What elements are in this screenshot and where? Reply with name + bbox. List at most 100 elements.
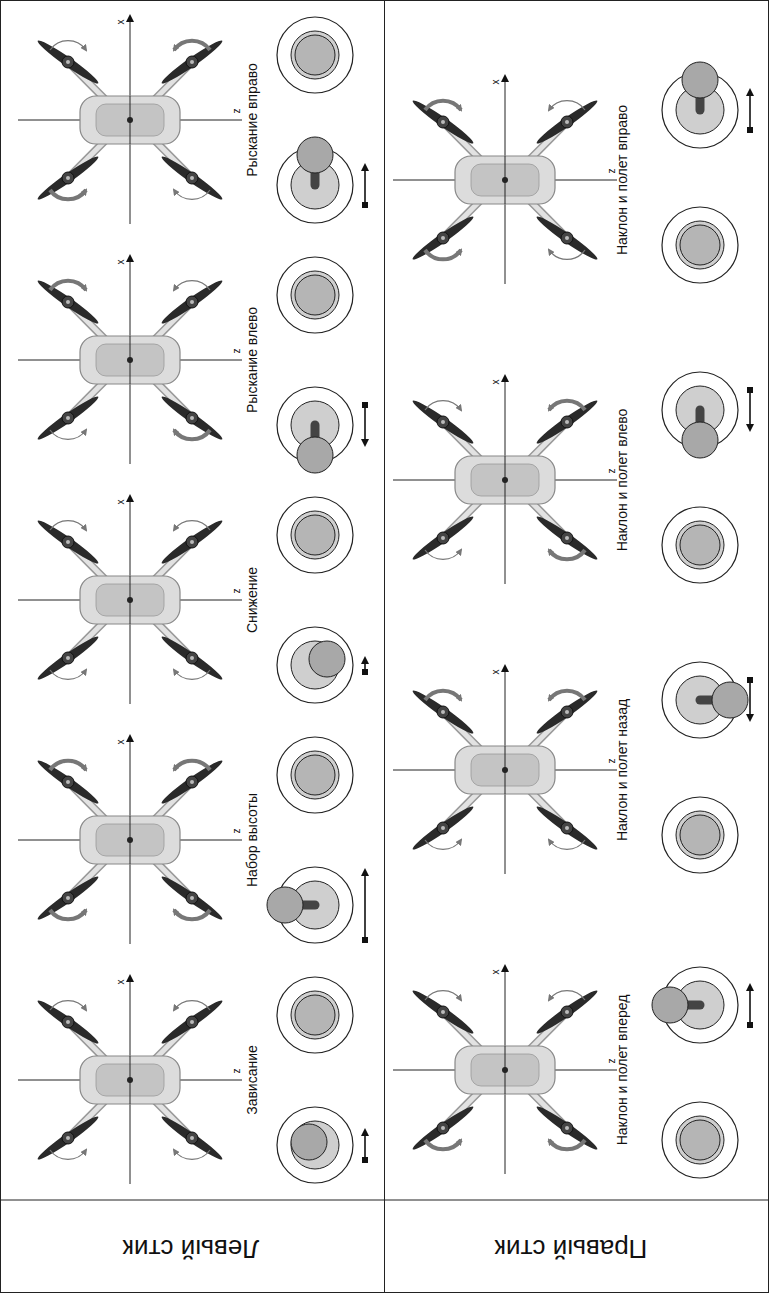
axis-label: x xyxy=(115,260,126,265)
motor-cap xyxy=(190,780,194,784)
propeller xyxy=(159,997,225,1047)
motor-cap xyxy=(441,710,445,714)
drone xyxy=(18,496,242,704)
motor xyxy=(62,1016,74,1028)
stick-knob xyxy=(291,1124,327,1160)
propeller-blade xyxy=(35,393,101,443)
stick-knob xyxy=(652,987,688,1023)
axis-label: z xyxy=(606,759,617,764)
rotation-arrow xyxy=(425,250,461,259)
drone xyxy=(393,76,617,284)
propeller-blade xyxy=(159,633,225,683)
motor xyxy=(62,296,74,308)
propeller xyxy=(534,1103,600,1153)
motor xyxy=(437,232,449,244)
motor-cap xyxy=(565,1010,569,1014)
propeller-blade xyxy=(35,277,101,327)
propeller xyxy=(35,153,101,203)
propeller-blade xyxy=(534,803,600,853)
rotation-arrow xyxy=(50,761,86,770)
stick-band: Правый стик xyxy=(384,0,769,1293)
arrow-tail xyxy=(747,677,753,683)
motor xyxy=(62,172,74,184)
stick-housing xyxy=(277,627,353,703)
motor xyxy=(437,416,449,428)
axis-label: z xyxy=(231,109,242,114)
motor xyxy=(561,116,573,128)
propeller xyxy=(35,997,101,1047)
center-dot xyxy=(127,357,133,363)
axis-label: z xyxy=(231,349,242,354)
propeller-blade xyxy=(35,873,101,923)
motor xyxy=(62,652,74,664)
axis-label: z xyxy=(231,589,242,594)
axis-label: z xyxy=(606,469,617,474)
propeller-blade xyxy=(410,687,476,737)
motor xyxy=(186,776,198,788)
propeller xyxy=(410,1103,476,1153)
drone-body xyxy=(455,156,555,204)
rotation-arrow xyxy=(174,281,210,290)
stick-knob xyxy=(295,275,335,315)
propeller xyxy=(534,513,600,563)
arrow-tail xyxy=(362,202,368,208)
stick-housing xyxy=(277,17,353,93)
motor-cap xyxy=(441,1010,445,1014)
stick-knob xyxy=(295,995,335,1035)
center-dot xyxy=(127,597,133,603)
rotation-arrow xyxy=(549,550,585,559)
motor xyxy=(186,892,198,904)
propeller-blade xyxy=(35,1113,101,1163)
motor xyxy=(561,1006,573,1018)
direction-arrow xyxy=(749,680,751,720)
arrow-tail xyxy=(362,669,368,675)
maneuver-caption: Наклон и полет вперед xyxy=(614,995,630,1146)
direction-arrow xyxy=(364,405,366,445)
propeller-blade xyxy=(159,997,225,1047)
motor-cap xyxy=(66,1020,70,1024)
axis-label: x xyxy=(490,970,501,975)
motor-cap xyxy=(190,300,194,304)
motor-cap xyxy=(565,1126,569,1130)
stick-knob xyxy=(682,62,718,98)
axis-label: x xyxy=(115,980,126,985)
motor-cap xyxy=(190,540,194,544)
rotation-arrow xyxy=(174,670,210,679)
motor xyxy=(437,1122,449,1134)
propeller-blade xyxy=(410,987,476,1037)
rotation-arrow xyxy=(50,670,86,679)
direction-arrow xyxy=(749,90,751,130)
drone xyxy=(393,376,617,584)
propeller-blade xyxy=(410,213,476,263)
drone-body xyxy=(455,456,555,504)
drone-body xyxy=(455,1046,555,1094)
propeller-blade xyxy=(410,803,476,853)
rotation-arrow xyxy=(549,101,585,110)
maneuver-caption: Наклон и полет вправо xyxy=(614,105,630,255)
motor-cap xyxy=(565,120,569,124)
stick-base xyxy=(291,511,339,559)
propeller-blade xyxy=(35,997,101,1047)
propeller xyxy=(534,803,600,853)
stick-knob xyxy=(297,137,333,173)
motor xyxy=(437,532,449,544)
propeller xyxy=(35,393,101,443)
stick-housing xyxy=(662,207,738,283)
maneuver-caption: Зависание xyxy=(244,1045,260,1115)
motor-cap xyxy=(441,120,445,124)
maneuver-caption: Рыскание вправо xyxy=(244,63,260,177)
propeller xyxy=(35,277,101,327)
motor-cap xyxy=(66,300,70,304)
rotation-arrow xyxy=(50,521,86,530)
motor-cap xyxy=(190,1020,194,1024)
maneuver-caption: Снижение xyxy=(244,567,260,633)
propeller-blade xyxy=(534,1103,600,1153)
propeller xyxy=(410,213,476,263)
direction-arrow xyxy=(749,390,751,430)
rotation-arrow xyxy=(174,1001,210,1010)
rotation-arrow xyxy=(425,840,461,849)
stick-knob xyxy=(680,815,720,855)
rotation-arrow xyxy=(549,840,585,849)
propeller-blade xyxy=(159,517,225,567)
motor-cap xyxy=(66,60,70,64)
